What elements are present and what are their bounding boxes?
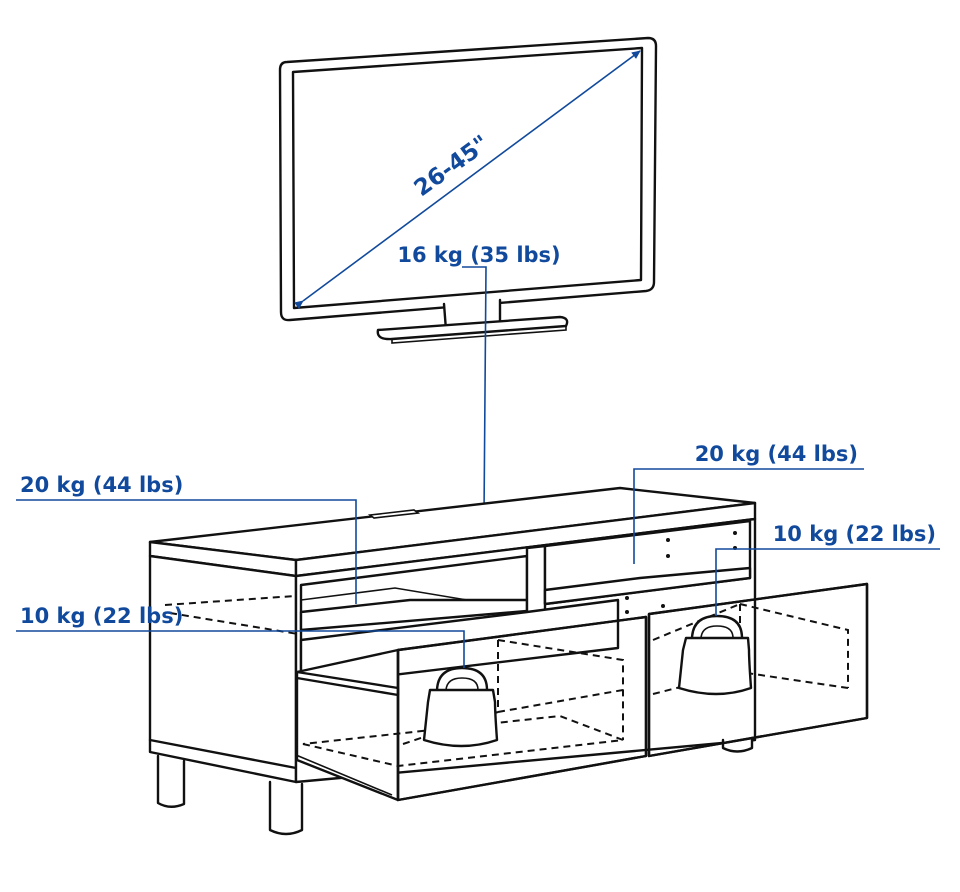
right-shelf [543, 566, 752, 606]
right-shelf-load-label: 20 kg (44 lbs) [695, 442, 858, 466]
bench-leg [268, 780, 304, 836]
tv-bench [148, 486, 869, 836]
left-drawer [295, 615, 648, 802]
tv-load-label: 16 kg (35 lbs) [397, 243, 560, 267]
television [278, 36, 658, 344]
weight-icon [677, 614, 753, 696]
tv-load-leader [462, 266, 489, 517]
bench-leg [156, 754, 186, 808]
left-shelf-load-label: 20 kg (44 lbs) [20, 473, 183, 497]
right-shelf-leader [633, 468, 864, 564]
tv-diagonal-arrow [294, 50, 641, 309]
weight-icon [422, 666, 499, 748]
cable-outlet [367, 509, 421, 519]
left-drawer-leader [16, 630, 465, 668]
bench-side-panel [148, 554, 298, 784]
right-drawer-load-label: 10 kg (22 lbs) [773, 522, 936, 546]
left-drawer-load-label: 10 kg (22 lbs) [20, 604, 183, 628]
left-shelf-leader [16, 499, 357, 604]
right-drawer-leader [715, 548, 940, 616]
